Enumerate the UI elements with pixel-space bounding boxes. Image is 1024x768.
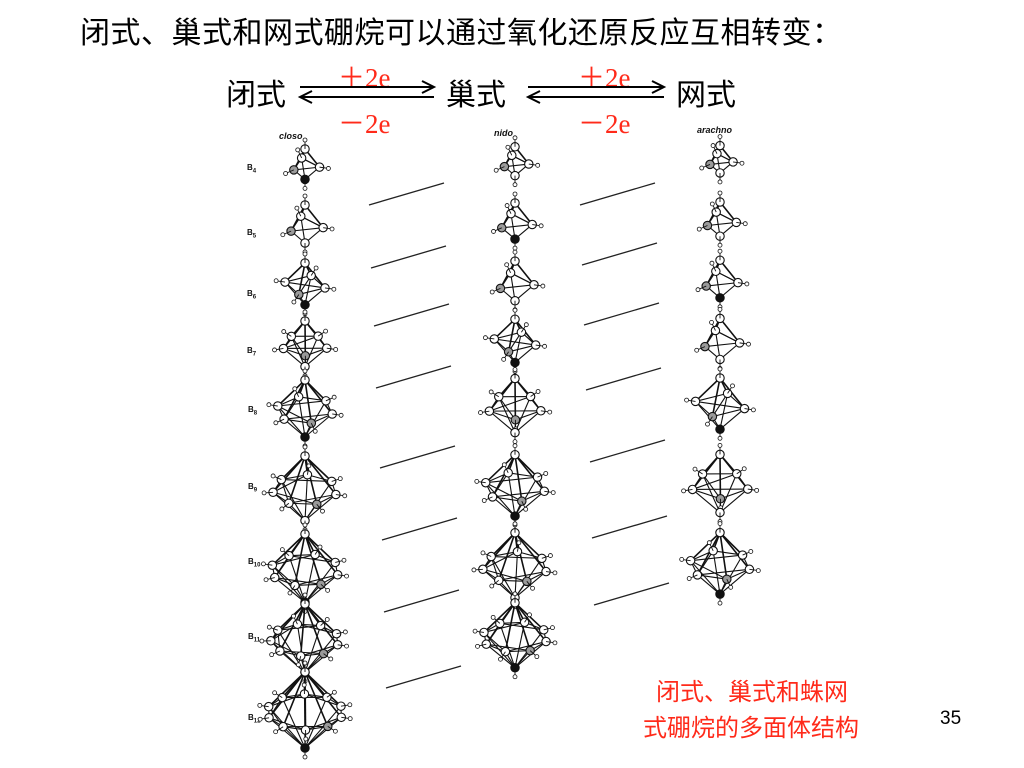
nido-label: 巢式 — [446, 78, 506, 113]
column-header-closo: closo — [279, 131, 303, 141]
equilibrium-arrows — [297, 80, 667, 104]
row-label-b5: B5 — [247, 228, 257, 240]
closo-polyhedron-b9 — [261, 444, 348, 532]
figure-caption-line2: 式硼烷的多面体结构 — [643, 714, 859, 742]
connector-line-nido-arachno-4 — [585, 367, 662, 391]
minus-2e-left: －2e — [338, 109, 391, 139]
connector-line-closo-nido-3 — [373, 303, 450, 327]
nido-polyhedron-b11 — [472, 591, 558, 680]
equilibrium-arrow-left — [297, 80, 437, 104]
arachno-polyhedron-b7 — [694, 306, 751, 371]
connector-line-closo-nido-5 — [379, 445, 456, 469]
connector-line-nido-arachno-1 — [579, 182, 656, 206]
slide-title: 闭式、巢式和网式硼烷可以通过氧化还原反应互相转变： — [80, 16, 843, 51]
nido-polyhedron-b6 — [489, 249, 546, 313]
arachno-polyhedron-b4 — [699, 134, 745, 185]
connector-line-closo-nido-7 — [383, 589, 460, 613]
row-label-b10: B10 — [248, 557, 261, 569]
connector-line-nido-arachno-7 — [593, 582, 670, 606]
equilibrium-arrow-right — [525, 80, 667, 104]
nido-polyhedron-b8 — [478, 367, 553, 445]
arachno-polyhedron-b10 — [679, 521, 761, 606]
arachno-polyhedron-b5 — [696, 190, 748, 248]
arachno-polyhedron-b8 — [684, 366, 756, 441]
closo-polyhedron-b4 — [283, 137, 331, 191]
page-number: 35 — [940, 708, 962, 729]
column-header-nido: nido — [494, 128, 513, 138]
column-header-arachno: arachno — [697, 125, 733, 135]
nido-polyhedron-b9 — [474, 443, 556, 528]
connector-line-closo-nido-2 — [370, 245, 447, 269]
connector-line-nido-arachno-2 — [581, 242, 658, 266]
arachno-polyhedron-b6 — [695, 248, 750, 310]
row-label-b8: B8 — [248, 405, 258, 417]
arachno-label: 网式 — [676, 78, 736, 113]
row-label-b4: B4 — [247, 163, 257, 175]
closo-label: 闭式 — [226, 78, 286, 113]
closo-polyhedron-b5 — [280, 193, 335, 255]
connector-line-closo-nido-8 — [385, 665, 462, 689]
row-label-b11: B11 — [248, 632, 261, 644]
nido-polyhedron-b5 — [491, 191, 544, 251]
closo-polyhedron-b6 — [273, 251, 337, 317]
connector-line-closo-nido-4 — [375, 365, 452, 389]
row-label-b7: B7 — [247, 346, 257, 358]
figure-caption-line1: 闭式、巢式和蛛网 — [656, 678, 848, 706]
closo-polyhedron-b12 — [257, 660, 353, 760]
connector-line-closo-nido-6 — [381, 517, 458, 541]
minus-2e-right: －2e — [578, 109, 631, 139]
connector-line-closo-nido-1 — [368, 182, 445, 206]
nido-polyhedron-b4 — [493, 135, 541, 188]
connector-line-nido-arachno-3 — [583, 302, 660, 326]
closo-polyhedron-b8 — [266, 368, 344, 449]
connector-line-nido-arachno-6 — [591, 515, 668, 539]
row-label-b6: B6 — [247, 289, 257, 301]
nido-polyhedron-b7 — [483, 307, 547, 374]
row-label-b9: B9 — [248, 482, 258, 494]
connector-line-nido-arachno-5 — [589, 439, 666, 463]
closo-polyhedron-b7 — [272, 309, 339, 379]
arachno-polyhedron-b9 — [681, 442, 760, 524]
row-label-b12: B12 — [248, 713, 261, 725]
